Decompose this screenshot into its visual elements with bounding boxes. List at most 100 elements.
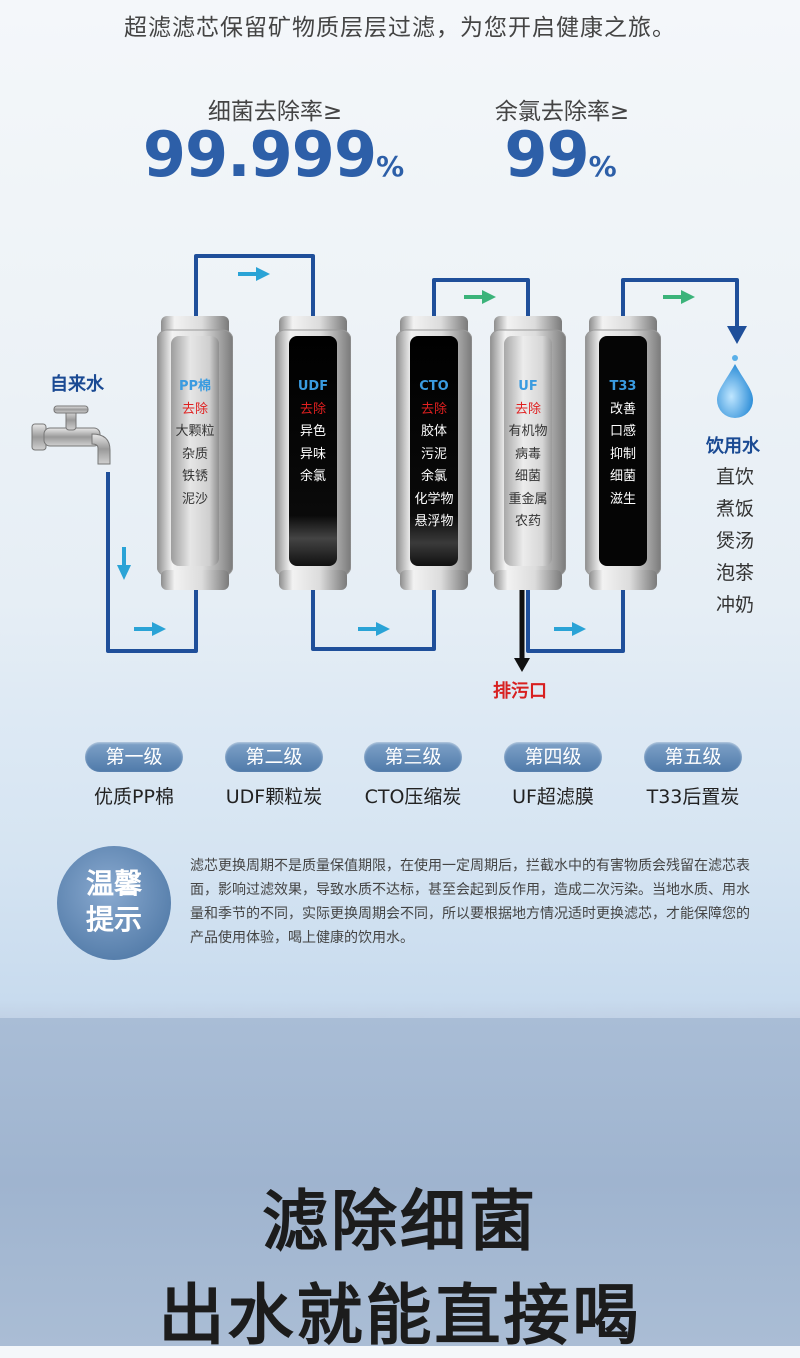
arrow-right-icon	[134, 622, 166, 636]
flow-arrows-green	[464, 290, 695, 304]
chlorine-rate-label: 余氯去除率≥	[494, 99, 630, 125]
filter-udf: UDF 去除 异色 异味 余氯	[275, 316, 351, 590]
tip-title-line1: 温馨	[85, 867, 142, 900]
filter-item: 悬浮物	[414, 514, 454, 529]
filter-item: 病毒	[514, 446, 541, 462]
pipe-1-2	[194, 254, 315, 318]
stage-name: CTO压缩炭	[364, 786, 462, 808]
filter-t33: T33 改善 口感 抑制 细菌 滋生	[585, 316, 661, 590]
filter-pp: PP棉 去除 大颗粒 杂质 铁锈 泥沙	[157, 316, 233, 590]
use-item: 冲奶	[715, 594, 754, 616]
filter-window	[289, 336, 337, 566]
filter-name: PP棉	[178, 379, 212, 394]
stage-badge: 第三级	[364, 742, 462, 772]
use-item: 煲汤	[715, 530, 754, 552]
filter-item: 口感	[609, 424, 636, 439]
stage-badge: 第五级	[644, 742, 742, 772]
stage-name: T33后置炭	[646, 786, 740, 808]
tip-text: 滤芯更换周期不是质量保值期限，在使用一定周期后，拦截水中的有害物质会残留在滤芯表…	[190, 858, 750, 946]
source-label: 自来水	[50, 374, 104, 395]
pipe-2-3	[311, 585, 436, 651]
drain-label: 排污口	[493, 681, 547, 702]
bacteria-rate-value: 99.999%	[123, 118, 423, 191]
stage-badge: 第一级	[85, 742, 183, 772]
filter-info: UF 去除 有机物 病毒 细菌 重金属 农药	[490, 376, 566, 534]
stage-name: 优质PP棉	[94, 786, 174, 808]
filter-remove-label: 去除	[181, 401, 208, 417]
arrow-right-icon	[464, 290, 496, 304]
arrow-right-icon	[238, 267, 270, 281]
arrow-right-icon	[554, 622, 586, 636]
water-drop-icon	[717, 355, 753, 418]
filter-cto: CTO 去除 胶体 污泥 余氯 化学物 悬浮物	[396, 316, 472, 590]
filter-window	[171, 336, 219, 566]
filter-item: 重金属	[508, 491, 548, 507]
filter-item: 余氯	[420, 469, 447, 484]
use-item: 直饮	[715, 466, 754, 488]
filter-info: PP棉 去除 大颗粒 杂质 铁锈 泥沙	[157, 376, 233, 511]
bacteria-rate-unit: %	[376, 150, 404, 183]
filter-remove-label: 去除	[514, 401, 541, 417]
pipe-lines	[106, 254, 739, 653]
filter-window	[410, 336, 458, 566]
filter-item: 杂质	[181, 446, 208, 462]
filter-item: 细菌	[609, 469, 636, 484]
pipe-4-5	[526, 585, 625, 653]
stage-name: UDF颗粒炭	[225, 786, 323, 808]
filter-item: 抑制	[609, 446, 636, 462]
filter-item: 余氯	[299, 469, 326, 484]
filter-name: CTO	[419, 379, 449, 394]
tip-badge: 温馨 提示	[57, 846, 171, 960]
arrow-down-icon	[117, 547, 131, 580]
headline-banner	[0, 1018, 800, 1346]
filter-name: UF	[518, 379, 538, 394]
output-label: 饮用水	[706, 436, 760, 457]
arrow-right-icon	[358, 622, 390, 636]
filter-window	[504, 336, 552, 566]
output-arrow-icon	[727, 326, 747, 344]
use-item: 煮饭	[715, 498, 754, 520]
stage-badge: 第二级	[225, 742, 323, 772]
tagline: 超滤滤芯保留矿物质层层过滤，为您开启健康之旅。	[124, 15, 676, 41]
filter-item: 胶体	[420, 424, 447, 439]
chlorine-rate-value: 99%	[410, 118, 710, 191]
filter-uf: UF 去除 有机物 病毒 细菌 重金属 农药	[490, 316, 566, 590]
filter-item: 农药	[514, 514, 541, 529]
filter-item: 细菌	[514, 469, 541, 484]
filter-info: UDF 去除 异色 异味 余氯	[275, 376, 351, 489]
chlorine-rate-number: 99	[504, 118, 589, 191]
filter-item: 改善	[609, 401, 636, 417]
pipe-outlet	[621, 278, 739, 330]
filter-remove-label: 去除	[299, 401, 326, 417]
bacteria-rate-label: 细菌去除率≥	[207, 99, 343, 125]
filter-remove-label: 去除	[420, 401, 447, 417]
filter-info: CTO 去除 胶体 污泥 余氯 化学物 悬浮物	[396, 376, 472, 534]
filter-item: 异色	[299, 424, 326, 439]
filter-item: 泥沙	[181, 491, 208, 507]
pipe-diagram	[106, 254, 753, 672]
stage-badge: 第四级	[504, 742, 602, 772]
headline-line2: 出水就能直接喝	[158, 1277, 642, 1354]
filter-name: UDF	[297, 379, 329, 394]
filter-window	[599, 336, 647, 566]
filter-info: T33 改善 口感 抑制 细菌 滋生	[585, 376, 661, 511]
bacteria-rate-number: 99.999	[142, 118, 377, 191]
pipe-3-4	[432, 278, 530, 318]
filter-item: 化学物	[414, 491, 454, 507]
flow-arrows	[117, 267, 586, 636]
use-item: 泡茶	[715, 562, 754, 584]
drain-arrow-icon	[514, 658, 530, 672]
arrow-right-icon	[663, 290, 695, 304]
filter-item: 铁锈	[181, 469, 208, 484]
tip-title-line2: 提示	[85, 903, 142, 936]
stage-name: UF超滤膜	[512, 786, 594, 808]
filter-item: 异味	[299, 446, 326, 462]
chlorine-rate-unit: %	[588, 150, 617, 183]
filter-item: 有机物	[508, 424, 548, 439]
filter-item: 大颗粒	[175, 424, 215, 439]
pipe-inlet	[106, 472, 198, 653]
filter-name: T33	[609, 379, 637, 394]
filter-item: 滋生	[609, 491, 636, 507]
headline-line1: 滤除细菌	[262, 1183, 538, 1260]
faucet-icon	[31, 405, 111, 465]
